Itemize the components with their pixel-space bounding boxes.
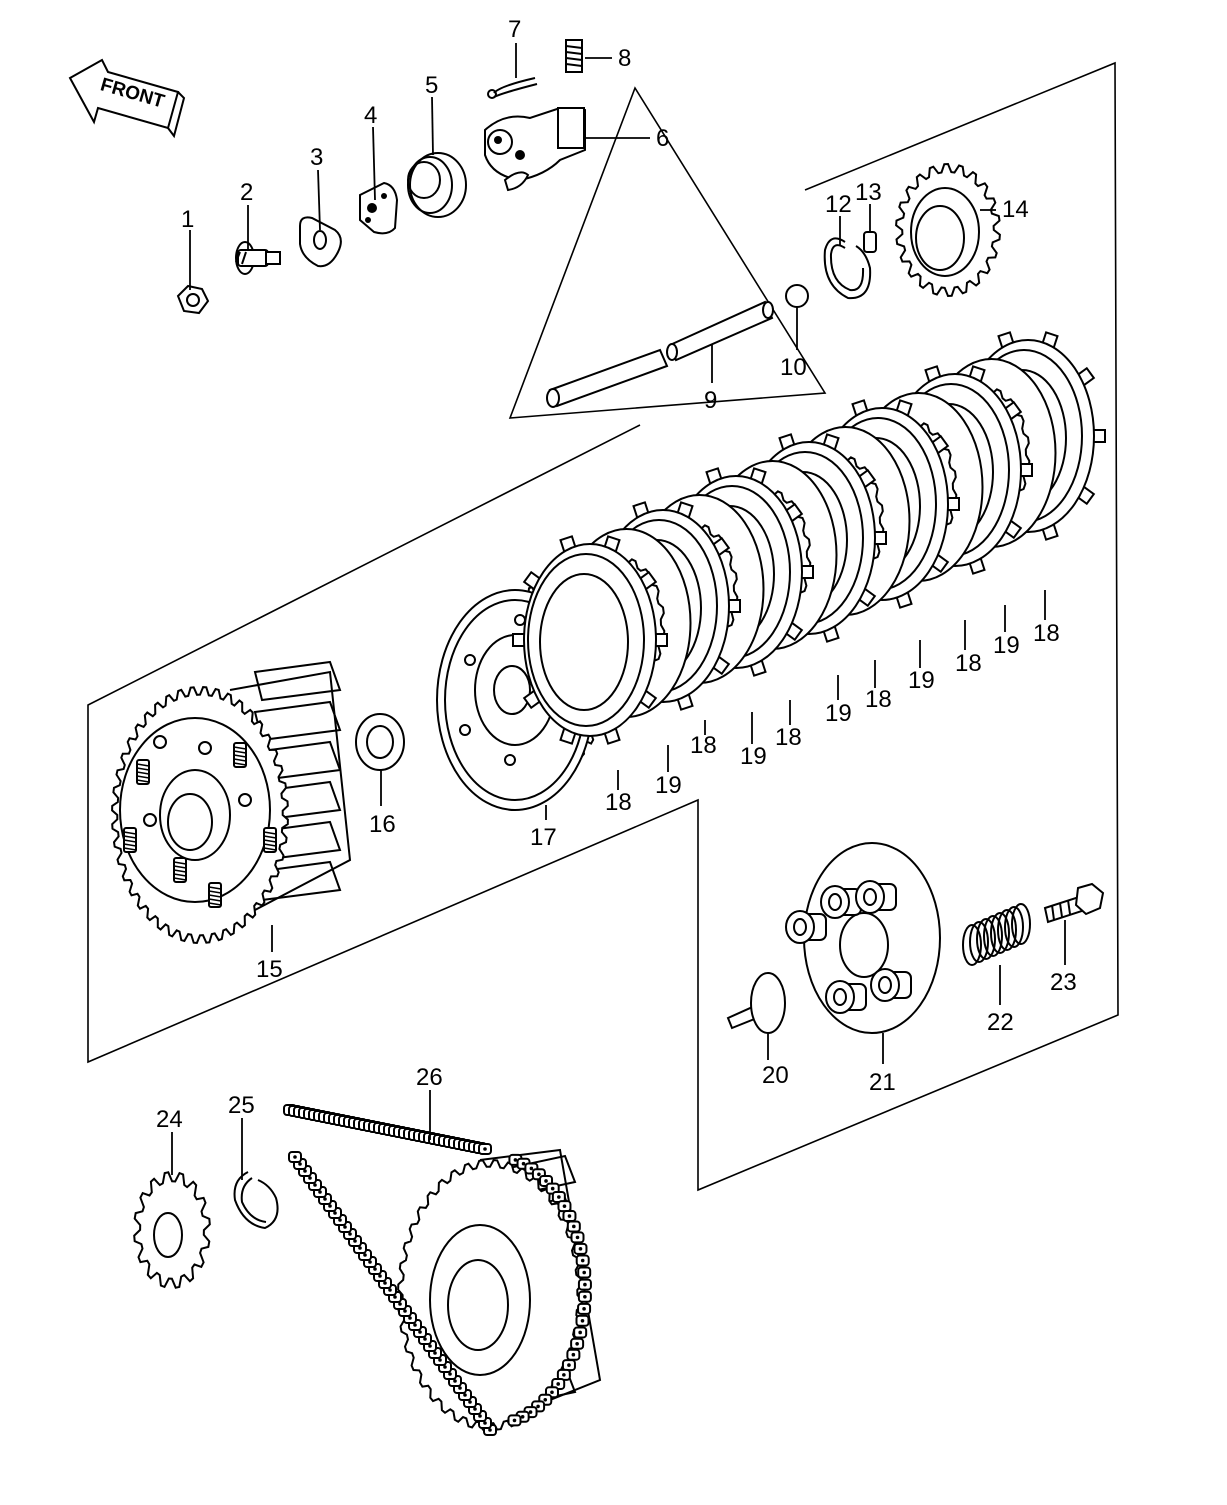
- callout-13: 13: [855, 179, 882, 206]
- callout-18-c: 18: [775, 724, 802, 751]
- part-20-pusher: [726, 972, 786, 1034]
- callout-19-d: 19: [908, 667, 935, 694]
- clutch-plate-stack: [511, 331, 1106, 745]
- friction-plate-18: [511, 535, 668, 745]
- part-15-clutch-housing: [111, 660, 352, 944]
- part-14-gear: [895, 162, 1001, 298]
- housing-spring: [208, 882, 222, 908]
- callout-18-d: 18: [865, 686, 892, 713]
- callout-2: 2: [240, 179, 253, 206]
- part-13-pin: [863, 231, 877, 253]
- part-21-pressure-plate: [785, 842, 941, 1034]
- part-24-sprocket: [133, 1171, 211, 1289]
- part-22-spring: [962, 903, 1031, 966]
- callout-19-c: 19: [825, 700, 852, 727]
- callout-8: 8: [618, 45, 631, 72]
- part-6-release-lever: [484, 106, 586, 192]
- front-arrow: FRONT: [68, 58, 186, 139]
- part-12-circlip: [823, 237, 872, 300]
- part-25-circlip: [233, 1171, 279, 1230]
- part-4-lever-plate: [359, 181, 399, 235]
- callouts: 1 2 3 4 5 6 7 8 9 10 12 13 14 15 16 17 1…: [156, 16, 1077, 1180]
- callout-4: 4: [364, 102, 377, 129]
- part-2-adjust-screw: [235, 241, 281, 275]
- callout-21: 21: [869, 1069, 896, 1096]
- housing-spring: [263, 827, 277, 853]
- part-1-nut: [176, 284, 210, 315]
- housing-spring: [136, 759, 150, 785]
- part-16-washer: [355, 713, 405, 771]
- part-10-ball: [785, 284, 809, 308]
- part-26-primary-chain: [283, 1104, 602, 1436]
- callout-26: 26: [416, 1064, 443, 1091]
- callout-18-e: 18: [955, 650, 982, 677]
- callout-19-b: 19: [740, 743, 767, 770]
- callout-17: 17: [530, 824, 557, 851]
- assembly-frames: [87, 61, 1119, 1192]
- callout-20: 20: [762, 1062, 789, 1089]
- callout-6: 6: [656, 125, 669, 152]
- callout-10: 10: [780, 354, 807, 381]
- callout-18-f: 18: [1033, 620, 1060, 647]
- callout-15: 15: [256, 956, 283, 983]
- callout-19-a: 19: [655, 772, 682, 799]
- callout-23: 23: [1050, 969, 1077, 996]
- callout-1: 1: [181, 206, 194, 233]
- housing-spring: [233, 742, 247, 768]
- callout-24: 24: [156, 1106, 183, 1133]
- callout-25: 25: [228, 1092, 255, 1119]
- callout-7: 7: [508, 16, 521, 43]
- housing-spring: [123, 827, 137, 853]
- callout-14: 14: [1002, 196, 1029, 223]
- part-5-bearing: [407, 152, 467, 218]
- callout-19-e: 19: [993, 632, 1020, 659]
- callout-22: 22: [987, 1009, 1014, 1036]
- callout-16: 16: [369, 811, 396, 838]
- housing-spring: [173, 857, 187, 883]
- callout-18-a: 18: [605, 789, 632, 816]
- callout-3: 3: [310, 144, 323, 171]
- part-3-plate: [299, 216, 342, 268]
- part-8-spring: [565, 39, 583, 73]
- callout-12: 12: [825, 191, 852, 218]
- callout-18-b: 18: [690, 732, 717, 759]
- part-9-push-rods: [546, 300, 774, 408]
- part-7-cotter-pin: [487, 77, 538, 99]
- callout-9: 9: [704, 387, 717, 414]
- part-23-bolt: [1043, 882, 1105, 924]
- callout-5: 5: [425, 72, 438, 99]
